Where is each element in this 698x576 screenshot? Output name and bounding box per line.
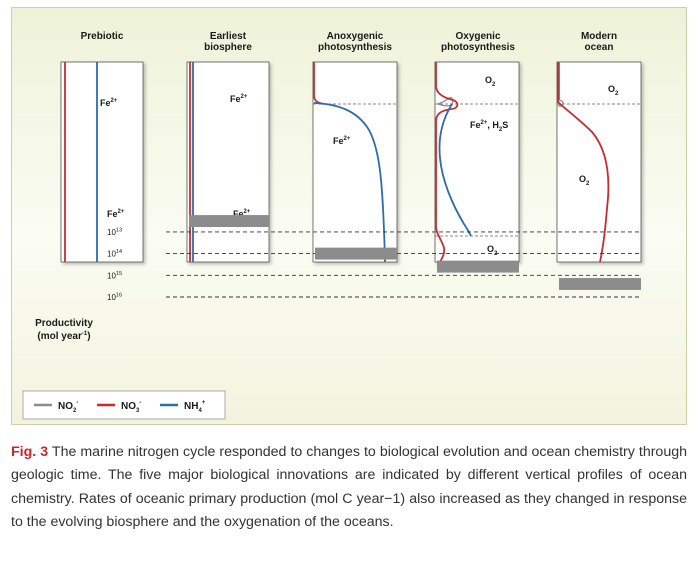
tick-label: 1014 bbox=[107, 249, 122, 259]
panel-title-oxygenic-2: photosynthesis bbox=[441, 42, 515, 53]
ammonium-line bbox=[313, 102, 386, 263]
tick-label: 1016 bbox=[107, 293, 122, 303]
nitrate-line bbox=[435, 62, 459, 263]
figure-label: Fig. 3 bbox=[11, 444, 49, 460]
profile-panel-oxygenic: O2 Fe2+, H2S O2 bbox=[434, 61, 520, 263]
profile-panel-earliest-biosphere: Fe2+ Fe2+ bbox=[186, 61, 270, 263]
label-fe2: Fe2+ bbox=[333, 136, 351, 146]
label-o2-upper: O2 bbox=[608, 84, 619, 97]
tick-label: 1013 bbox=[107, 227, 122, 237]
panel-title-earliest-biosphere-2: biosphere bbox=[204, 42, 252, 53]
panel-title-modern-2: ocean bbox=[585, 42, 614, 53]
panel-title-anoxygenic-1: Anoxygenic bbox=[327, 31, 384, 42]
legend-label: NH4+ bbox=[184, 400, 206, 414]
label-fe2-h2s: Fe2+, H2S bbox=[470, 120, 508, 133]
figure-caption: Fig. 3 The marine nitrogen cycle respond… bbox=[11, 441, 687, 535]
legend-label: NO3- bbox=[121, 400, 141, 414]
productivity-bar bbox=[559, 278, 641, 290]
legend-box bbox=[22, 390, 226, 420]
profile-panel-modern: O2 O2 bbox=[556, 61, 642, 263]
panel-title-anoxygenic-2: photosynthesis bbox=[318, 42, 392, 53]
productivity-bar bbox=[315, 247, 397, 260]
label-o2-upper: O2 bbox=[485, 75, 496, 88]
label-o2-middle: O2 bbox=[579, 174, 590, 187]
productivity-axis: Productivity (mol year-1) 10161015101410… bbox=[35, 215, 641, 342]
productivity-unit: (mol year-1) bbox=[37, 331, 90, 342]
nitrite-line bbox=[558, 99, 564, 107]
panel-title-modern-1: Modern bbox=[581, 31, 617, 42]
ammonium-line bbox=[438, 103, 472, 237]
nitrate-line bbox=[557, 62, 610, 263]
productivity-bar bbox=[437, 260, 519, 273]
panel-title-oxygenic-1: Oxygenic bbox=[455, 31, 500, 42]
label-fe2-lower: Fe2+ bbox=[107, 209, 125, 219]
label-fe2-upper: Fe2+ bbox=[100, 98, 118, 108]
legend: NO2- NO3- NH4+ bbox=[22, 390, 226, 420]
figure-panel: Prebiotic Earliest biosphere Anoxygenic … bbox=[11, 7, 687, 425]
caption-text: The marine nitrogen cycle responded to c… bbox=[11, 444, 687, 531]
label-fe2-lower: Fe2+ bbox=[233, 209, 251, 219]
productivity-ticks: 1016 1015 1014 1013 bbox=[107, 227, 641, 302]
ocean-chemistry-diagram: Prebiotic Earliest biosphere Anoxygenic … bbox=[22, 31, 642, 420]
profile-panel-anoxygenic: Fe2+ bbox=[312, 61, 398, 263]
productivity-label: Productivity bbox=[35, 318, 93, 329]
panel-title-earliest-biosphere-1: Earliest bbox=[210, 31, 247, 42]
panel-title-prebiotic: Prebiotic bbox=[81, 31, 124, 42]
tick-label: 1015 bbox=[107, 271, 122, 281]
productivity-bar bbox=[189, 215, 269, 228]
label-fe2-upper: Fe2+ bbox=[230, 94, 248, 104]
profile-panel-prebiotic: Fe2+ Fe2+ bbox=[60, 61, 144, 263]
productivity-bars bbox=[189, 215, 641, 290]
legend-label: NO2- bbox=[58, 400, 78, 414]
